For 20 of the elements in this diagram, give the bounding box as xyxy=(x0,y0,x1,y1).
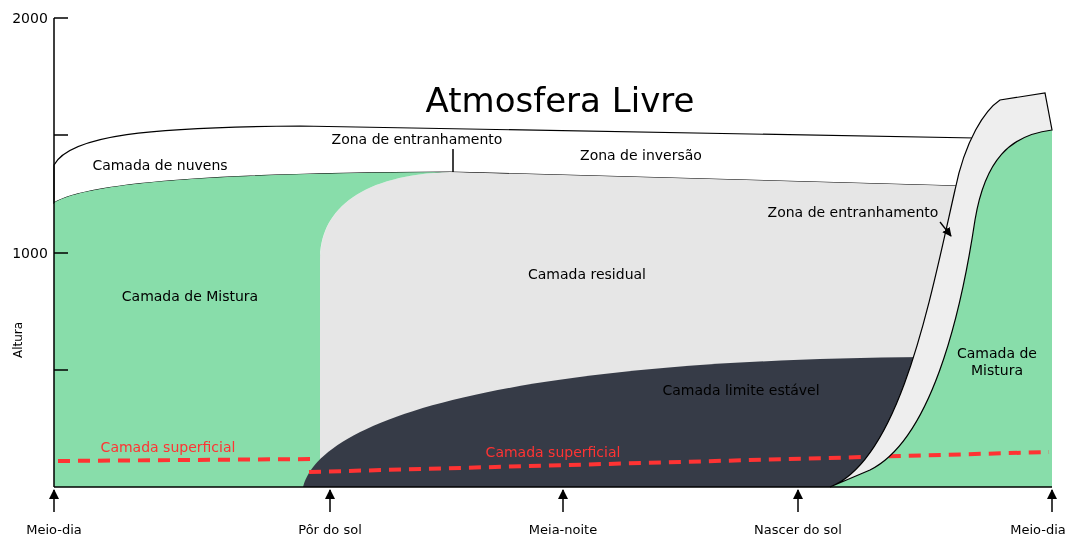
axis-tick-label: 1000 xyxy=(12,244,48,262)
surface-layer-label: Camada superficial xyxy=(485,443,621,461)
layer-label: Camada limite estável xyxy=(662,381,820,399)
surface-layer-label: Camada superficial xyxy=(100,438,236,456)
title: Atmosfera Livre xyxy=(425,79,695,121)
time-label: Meio-dia xyxy=(26,522,82,538)
layer-label: Zona de entranhamento xyxy=(767,203,939,221)
axis-title: Altura xyxy=(10,321,26,359)
time-label: Meia-noite xyxy=(528,522,598,538)
layer-label: Zona de entranhamento xyxy=(331,130,503,148)
layer-label: Camada de Mistura xyxy=(121,287,259,305)
axis-tick-label: 2000 xyxy=(12,9,48,27)
layer-label: Camada de nuvens xyxy=(92,156,228,174)
time-label: Nascer do sol xyxy=(754,522,842,538)
layer-label: Camada de Mistura xyxy=(952,345,1042,379)
time-label: Meio-dia xyxy=(1010,522,1066,538)
leader-line xyxy=(939,221,952,237)
layer-label: Camada residual xyxy=(528,265,646,283)
time-label: Pôr do sol xyxy=(298,522,362,538)
layer-label: Zona de inversão xyxy=(580,146,702,164)
